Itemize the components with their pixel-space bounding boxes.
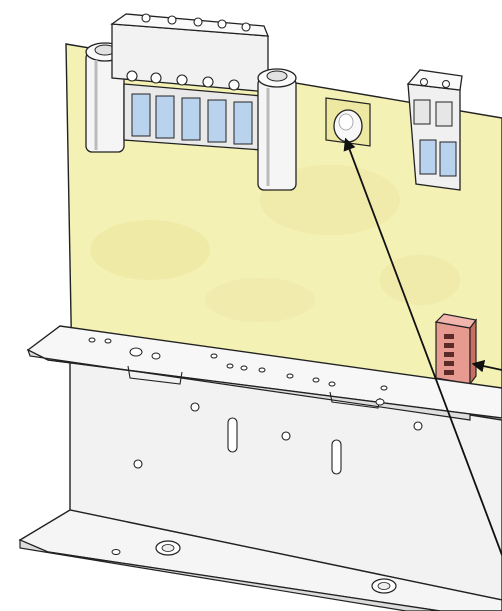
standoff-right	[257, 68, 297, 191]
bracket-holes-top	[88, 337, 388, 406]
screw-holes-front	[126, 70, 240, 91]
terminal-block-5-pin	[85, 13, 297, 191]
dip-switch-toggles	[444, 334, 454, 375]
screw-holes-top	[141, 13, 251, 32]
dip-switch	[434, 313, 478, 386]
callout-dip-switch	[471, 359, 502, 373]
round-button	[325, 97, 371, 147]
callout-lines	[343, 137, 502, 556]
bracket-holes-web	[133, 402, 423, 475]
wire-entry-windows	[131, 93, 253, 145]
mounting-bracket	[18, 325, 502, 611]
bracket-holes-bottom	[111, 540, 397, 594]
callout-round-button	[343, 137, 502, 556]
terminal-block-2-pin	[406, 69, 463, 191]
